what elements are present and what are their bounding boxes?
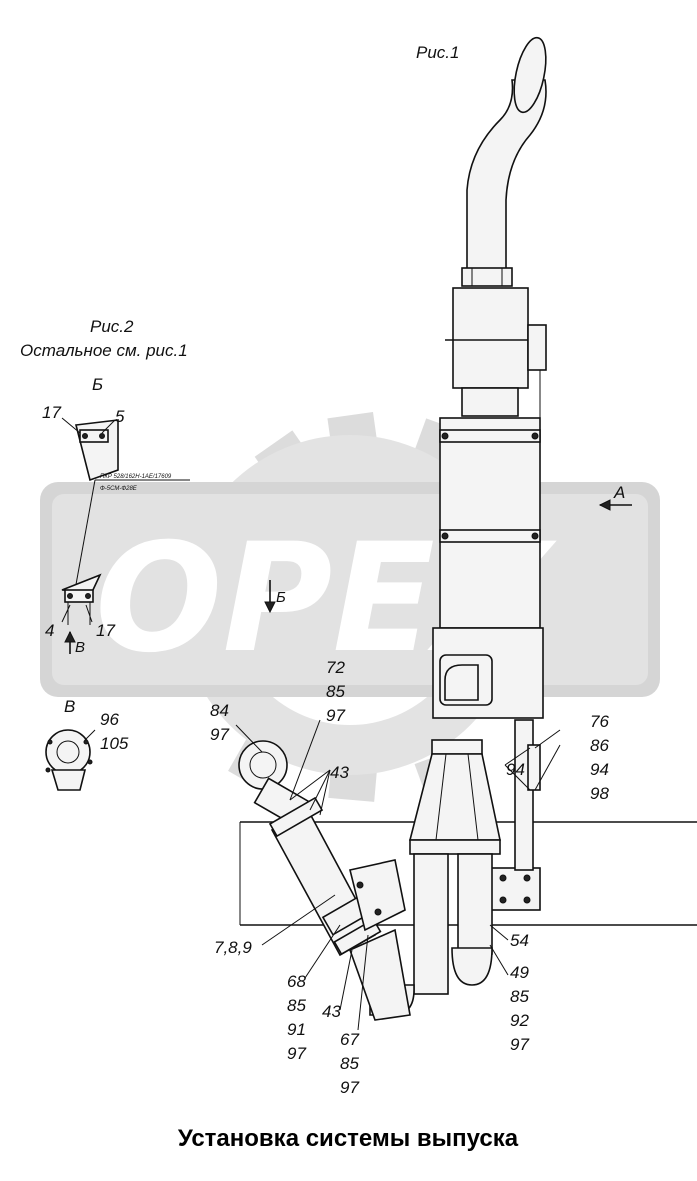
fig1-title: Рис.1 bbox=[416, 43, 459, 62]
direction-arrows bbox=[64, 499, 632, 654]
view-v-label: В bbox=[64, 697, 75, 716]
callout-94b: 94 bbox=[506, 760, 525, 779]
detail-b: ПКР 528/162Н-1АЕ/17609 Ф-5СМ-Ф28Е bbox=[61, 419, 190, 625]
callout-85d: 85 bbox=[510, 987, 529, 1006]
callout-5: 5 bbox=[115, 407, 125, 426]
callout-97a: 97 bbox=[326, 706, 345, 725]
callout-97e: 97 bbox=[510, 1035, 529, 1054]
callout-86: 86 bbox=[590, 736, 609, 755]
drawing-caption: Установка системы выпуска bbox=[178, 1125, 519, 1152]
callout-67: 67 bbox=[340, 1030, 359, 1049]
angled-downpipe bbox=[238, 740, 411, 1021]
callout-98: 98 bbox=[590, 784, 609, 803]
callout-17b: 17 bbox=[96, 621, 115, 640]
exhaust-stack bbox=[369, 36, 547, 1016]
arrow-v-label: В bbox=[75, 639, 85, 656]
callout-4: 4 bbox=[45, 621, 54, 640]
view-b-label: Б bbox=[92, 375, 103, 394]
callout-72: 72 bbox=[326, 658, 345, 677]
callout-97c: 97 bbox=[287, 1044, 306, 1063]
callout-85b: 85 bbox=[287, 996, 306, 1015]
callout-76: 76 bbox=[590, 712, 609, 731]
callout-105: 105 bbox=[100, 734, 129, 753]
callout-85a: 85 bbox=[326, 682, 345, 701]
frame-rail bbox=[239, 821, 697, 926]
detail-v bbox=[45, 729, 93, 791]
callout-97d: 97 bbox=[340, 1078, 359, 1097]
watermark-logo: OPEX bbox=[40, 411, 660, 802]
callout-96: 96 bbox=[100, 710, 119, 729]
callout-17: 17 bbox=[42, 403, 61, 422]
callout-43a: 43 bbox=[330, 763, 349, 782]
fig2-title: Рис.2 bbox=[90, 317, 134, 336]
callout-numbers: 17 5 4 17 96 105 72 85 97 84 97 43 76 86… bbox=[42, 403, 609, 1097]
callout-85c: 85 bbox=[340, 1054, 359, 1073]
small-note-1: ПКР 528/162Н-1АЕ/17609 bbox=[100, 474, 172, 480]
callout-54: 54 bbox=[510, 931, 529, 950]
callout-84: 84 bbox=[210, 701, 229, 720]
callout-68: 68 bbox=[287, 972, 306, 991]
callout-94a: 94 bbox=[590, 760, 609, 779]
callout-91: 91 bbox=[287, 1020, 306, 1039]
arrow-b-label: Б bbox=[276, 589, 286, 606]
callout-43b: 43 bbox=[322, 1002, 341, 1021]
leader-lines bbox=[61, 417, 561, 1031]
callout-49: 49 bbox=[510, 963, 529, 982]
small-note-2: Ф-5СМ-Ф28Е bbox=[100, 486, 138, 492]
fig2-note: Остальное см. рис.1 bbox=[20, 341, 188, 360]
callout-97b: 97 bbox=[210, 725, 229, 744]
callout-92: 92 bbox=[510, 1011, 529, 1030]
arrow-a-label: А bbox=[613, 483, 625, 502]
callout-7-8-9: 7,8,9 bbox=[214, 938, 252, 957]
